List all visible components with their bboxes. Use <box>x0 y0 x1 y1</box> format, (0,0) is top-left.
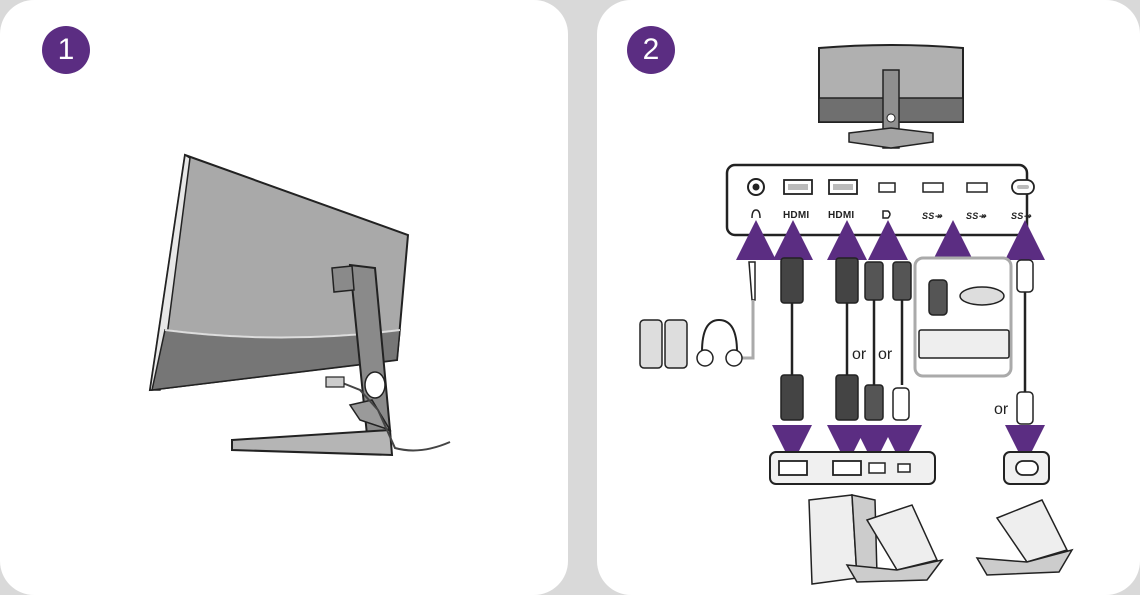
port-label-usb-2: SS↠ <box>966 211 987 221</box>
step-1-badge: 1 <box>42 26 90 74</box>
or-label-usbc: or <box>994 401 1009 418</box>
monitor-rear-illustration <box>148 153 451 457</box>
port-label-hdmi-2: HDMI <box>828 210 855 221</box>
monitor-thumbnail <box>818 44 964 149</box>
step-1-panel: 1 <box>0 0 568 595</box>
port-label-usb-1: SS↠ <box>922 211 943 221</box>
port-label-usb-c: SS↠ <box>1011 211 1032 221</box>
step-2-badge: 2 <box>627 26 675 74</box>
port-label-hdmi-1: HDMI <box>783 210 810 221</box>
or-label-dp-a: or <box>852 346 867 363</box>
or-label-dp-b: or <box>878 346 893 363</box>
step-2-panel: 2 <box>597 0 1140 595</box>
monitor-port-panel <box>725 163 1029 237</box>
connection-diagram <box>639 44 1074 585</box>
